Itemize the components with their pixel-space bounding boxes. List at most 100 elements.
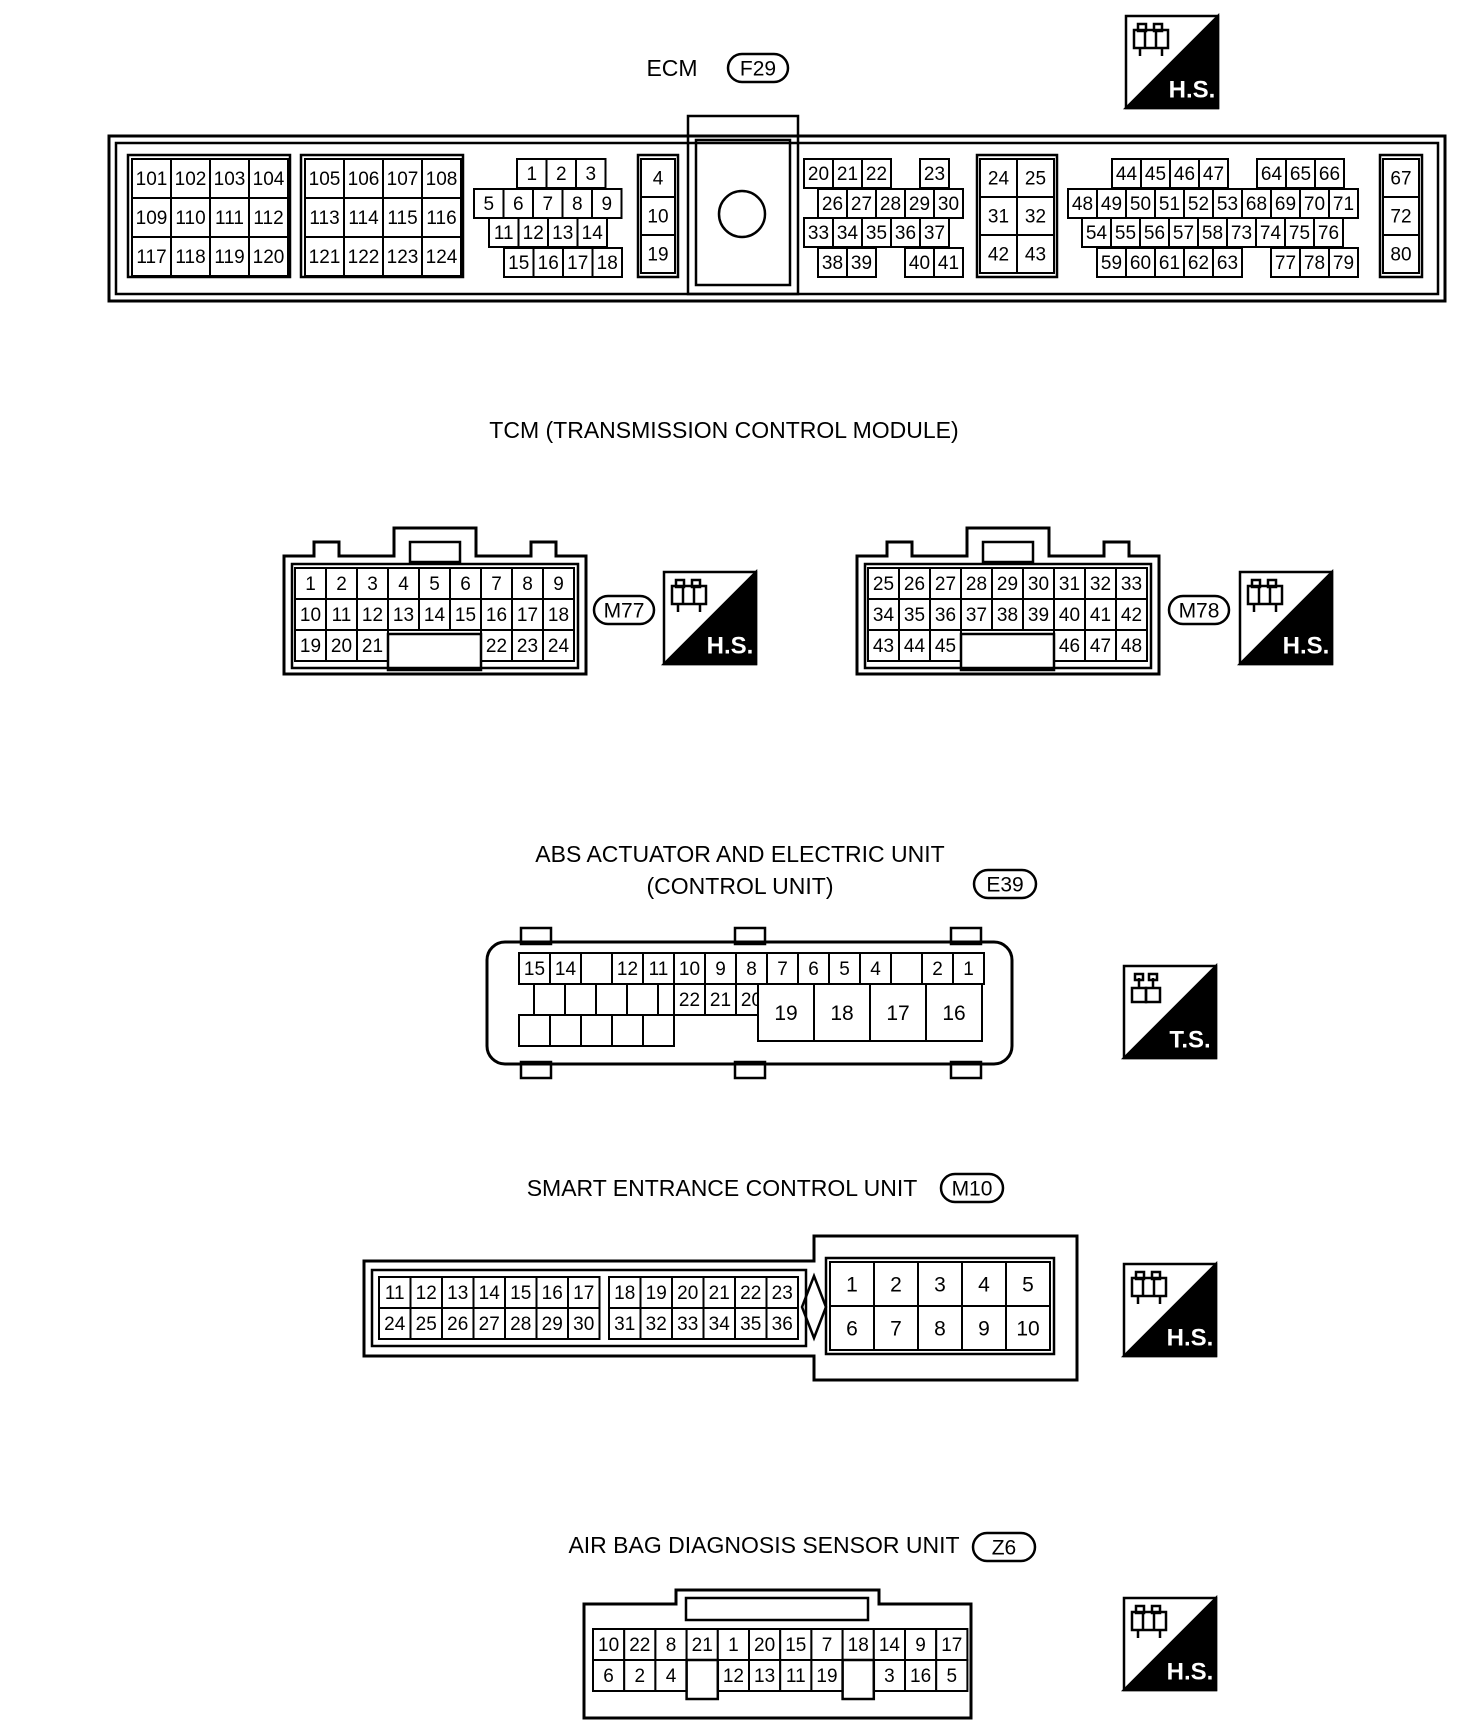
pin-cell: 14	[418, 598, 451, 631]
pin-number: 28	[880, 194, 901, 215]
pin-number: 5	[429, 574, 440, 595]
pin-cell: 24	[542, 629, 575, 662]
pin-number: 109	[136, 208, 168, 229]
pin-number: 37	[924, 223, 945, 244]
pin-number: 77	[1275, 253, 1296, 274]
pin-cell: 110	[170, 197, 211, 238]
connector-id-badge: M77	[592, 594, 656, 626]
pin-number: 49	[1101, 194, 1122, 215]
pin-number: 58	[1202, 223, 1223, 244]
pin-number: 51	[1159, 194, 1180, 215]
pin-cell: 19	[640, 234, 676, 274]
pin-number: 13	[552, 223, 573, 244]
pin-number: 15	[785, 1635, 806, 1656]
terminal-side-icon: T.S.	[1120, 962, 1218, 1060]
pin-cell: 7	[873, 1305, 919, 1351]
pin-cell: 69	[1270, 188, 1301, 219]
pin-cell: 18	[813, 983, 871, 1042]
pin-number: 4	[653, 169, 664, 190]
pin-number: 113	[309, 208, 339, 229]
harness-side-icon: H.S.	[1120, 1594, 1218, 1692]
pin-cell: 2	[325, 567, 358, 600]
pin-number: 112	[253, 208, 283, 229]
connector-id: M77	[604, 600, 645, 623]
pin-cell: 28	[875, 188, 906, 219]
pin-cell: 16	[925, 983, 983, 1042]
pin-cell: 45	[1140, 158, 1171, 189]
pin-cell: 34	[832, 217, 863, 248]
pin-number: 19	[816, 1666, 837, 1687]
pin-number: 48	[1072, 194, 1093, 215]
pin-cell: 8	[511, 567, 544, 600]
pin-number: 7	[777, 959, 788, 980]
pin-number: 25	[416, 1314, 437, 1335]
pin-cell: 26	[817, 188, 848, 219]
pin-number: 75	[1289, 223, 1310, 244]
pin-number: 1	[526, 164, 537, 185]
pin-number: 29	[542, 1314, 563, 1335]
pin-cell: 66	[1314, 158, 1345, 189]
pin-cell: 77	[1270, 247, 1301, 278]
pin-number: 9	[978, 1318, 990, 1341]
pin-number: 119	[214, 247, 244, 268]
pin-cell: 2	[873, 1261, 919, 1307]
ecm-title: ECM	[646, 55, 697, 81]
pin-cell: 49	[1096, 188, 1127, 219]
pin-number: 12	[723, 1666, 744, 1687]
pin-number: 2	[336, 574, 347, 595]
pin-number: 11	[786, 1666, 806, 1687]
ecm-lock-hole	[717, 189, 767, 239]
pin-number: 31	[614, 1314, 635, 1335]
pin-number: 16	[542, 1283, 563, 1304]
pin-cell: 5	[1005, 1261, 1051, 1307]
pin-cell: 13	[441, 1276, 475, 1309]
pin-cell: 20	[325, 629, 358, 662]
pin-number: 34	[837, 223, 859, 244]
pin-number: 7	[491, 574, 502, 595]
connector-id: Z6	[992, 1537, 1017, 1560]
pin-number: 25	[1025, 169, 1046, 190]
pin-cell: 16	[480, 598, 513, 631]
pin-number: 107	[387, 169, 419, 190]
pin-cell: 59	[1096, 247, 1127, 278]
pin-cell: 4	[387, 567, 420, 600]
connector-id-badge: Z6	[971, 1531, 1037, 1563]
pin-cell: 33	[671, 1307, 705, 1340]
pin-cell: 12	[409, 1276, 443, 1309]
pin-number: 45	[935, 636, 956, 657]
pin-cell: 40	[904, 247, 935, 278]
pin-cell: 7	[532, 188, 564, 219]
pin-number: 10	[598, 1635, 619, 1656]
pin-cell: 8	[917, 1305, 963, 1351]
pin-number: 47	[1090, 636, 1111, 657]
pin-cell: 22	[623, 1628, 657, 1661]
tcm-housing	[282, 526, 588, 676]
pin-cell: 3	[872, 1659, 906, 1692]
pin-number: 14	[424, 605, 446, 626]
pin-number: 40	[1059, 605, 1080, 626]
pin-number: 22	[486, 636, 507, 657]
pin-number: 17	[567, 253, 588, 274]
pin-cell: 42	[1115, 598, 1148, 631]
abs-title-line1: ABS ACTUATOR AND ELECTRIC UNIT	[535, 841, 944, 867]
pin-cell: 56	[1139, 217, 1170, 248]
pin-number: 10	[679, 959, 700, 980]
pin-number: 102	[175, 169, 207, 190]
pin-cell: 64	[1256, 158, 1287, 189]
pin-cell: 68	[1241, 188, 1272, 219]
pin-cell: 23	[919, 158, 950, 189]
pin-cell: 36	[929, 598, 962, 631]
pin-cell: 43	[1016, 234, 1055, 274]
pin-cell: 45	[929, 629, 962, 662]
pin-number: 3	[884, 1666, 895, 1687]
pin-cell: 39	[846, 247, 877, 278]
pin-number: 19	[300, 636, 321, 657]
pin-number: 36	[772, 1314, 793, 1335]
pin-cell: 80	[1382, 234, 1420, 274]
pin-number: 6	[460, 574, 471, 595]
pin-cell: 22	[480, 629, 513, 662]
pin-cell: 116	[421, 197, 462, 238]
pin-number: 70	[1304, 194, 1325, 215]
pin-number: 25	[873, 574, 894, 595]
